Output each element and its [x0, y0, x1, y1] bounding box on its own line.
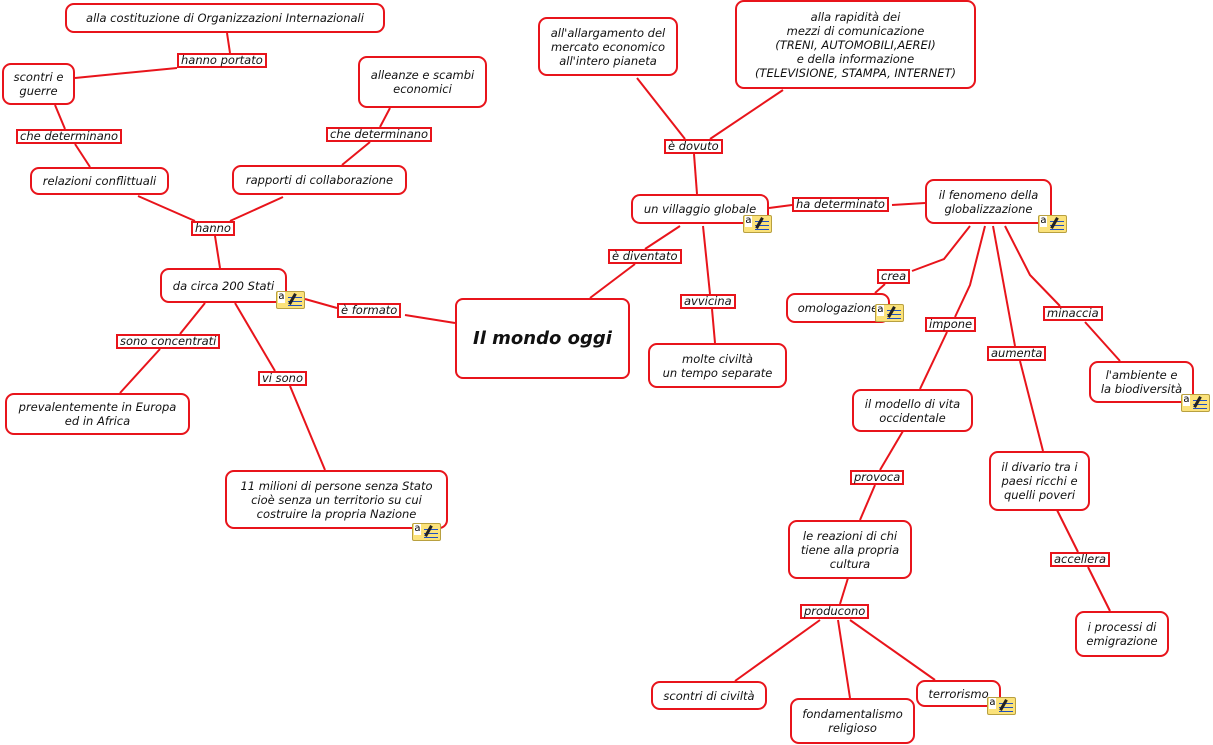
concept-rapporti[interactable]: rapporti di collaborazione	[232, 165, 407, 195]
link-line	[919, 331, 948, 390]
concept-fondamentalismo[interactable]: fondamentalismo religioso	[790, 698, 915, 744]
link-line	[379, 107, 391, 128]
link-line	[137, 195, 196, 222]
link-line	[837, 619, 851, 699]
link-line	[954, 225, 986, 318]
concept-ambiente[interactable]: l'ambiente e la biodiversità	[1089, 361, 1194, 403]
link-line	[911, 225, 971, 272]
concept-emigrazione[interactable]: i processi di emigrazione	[1075, 611, 1169, 657]
link-line	[734, 619, 821, 682]
link-line	[859, 484, 876, 521]
link-line	[1004, 225, 1061, 307]
link-line	[179, 302, 206, 335]
concept-mercato[interactable]: all'allargamento del mercato economico a…	[538, 17, 678, 76]
link-vi-sono[interactable]: vi sono	[258, 371, 308, 386]
link-e-formato[interactable]: è formato	[337, 303, 402, 318]
link-line	[54, 104, 66, 130]
link-line	[711, 308, 716, 344]
link-line	[849, 619, 936, 681]
concept-main[interactable]: Il mondo oggi	[455, 298, 630, 379]
link-e-diventato[interactable]: è diventato	[608, 249, 682, 264]
link-hanno-portato[interactable]: hanno portato	[177, 53, 267, 68]
concept-milioni[interactable]: 11 milioni di persone senza Stato cioè s…	[225, 470, 448, 529]
note-icon[interactable]: a	[1181, 394, 1210, 412]
concept-civilta[interactable]: molte civiltà un tempo separate	[648, 343, 787, 388]
link-line	[341, 141, 371, 166]
link-line	[404, 314, 456, 324]
link-line	[709, 89, 784, 140]
link-line	[234, 302, 276, 372]
link-line	[1056, 509, 1079, 553]
concept-rapidita[interactable]: alla rapidità dei mezzi di comunicazione…	[735, 0, 976, 89]
concept-organizzazioni[interactable]: alla costituzione di Organizzazioni Inte…	[65, 3, 385, 33]
link-che-determinano-1[interactable]: che determinano	[16, 129, 123, 144]
link-line	[644, 225, 681, 250]
concept-modello[interactable]: il modello di vita occidentale	[852, 389, 973, 432]
link-avvicina[interactable]: avvicina	[680, 294, 736, 309]
link-line	[839, 577, 849, 605]
concept-omologazione[interactable]: omologazione	[786, 293, 890, 323]
link-aumenta[interactable]: aumenta	[987, 346, 1047, 361]
link-hanno[interactable]: hanno	[191, 221, 235, 236]
link-line	[879, 430, 904, 471]
link-line	[1084, 321, 1121, 362]
note-icon[interactable]: a	[743, 215, 772, 233]
concept-relazioni[interactable]: relazioni conflittuali	[30, 167, 169, 195]
link-line	[74, 143, 91, 168]
note-icon[interactable]: a	[412, 523, 441, 541]
concept-globalizzazione[interactable]: il fenomeno della globalizzazione	[925, 179, 1052, 224]
link-line	[1087, 566, 1111, 612]
link-crea[interactable]: crea	[877, 269, 911, 284]
link-ha-determinato[interactable]: ha determinato	[792, 197, 889, 212]
note-icon[interactable]: a	[276, 291, 305, 309]
link-line	[891, 202, 926, 206]
link-impone[interactable]: impone	[925, 317, 977, 332]
concept-alleanze[interactable]: alleanze e scambi economici	[358, 56, 487, 108]
link-line	[636, 77, 686, 140]
link-producono[interactable]: producono	[800, 604, 870, 619]
link-line	[1019, 360, 1044, 452]
link-e-dovuto[interactable]: è dovuto	[664, 139, 723, 154]
link-line	[702, 225, 711, 295]
link-sono-concentrati[interactable]: sono concentrati	[116, 334, 221, 349]
link-line	[768, 204, 793, 209]
link-line	[229, 196, 284, 222]
concept-terrorismo[interactable]: terrorismo	[916, 680, 1001, 707]
link-line	[874, 283, 886, 294]
concept-scontri-civilta[interactable]: scontri di civiltà	[651, 681, 767, 710]
link-line	[74, 67, 178, 79]
concept-reazioni[interactable]: le reazioni di chi tiene alla propria cu…	[788, 520, 912, 579]
link-line	[589, 263, 636, 299]
concept-scontri-guerre[interactable]: scontri e guerre	[2, 63, 75, 105]
link-line	[289, 385, 326, 471]
link-che-determinano-2[interactable]: che determinano	[326, 127, 433, 142]
concept-europa[interactable]: prevalentemente in Europa ed in Africa	[5, 393, 190, 435]
link-line	[992, 225, 1016, 347]
link-line	[226, 32, 231, 54]
link-accellera[interactable]: accellera	[1050, 552, 1111, 567]
note-icon[interactable]: a	[875, 304, 904, 322]
link-minaccia[interactable]: minaccia	[1043, 306, 1103, 321]
note-icon[interactable]: a	[1038, 215, 1067, 233]
link-line	[304, 298, 338, 309]
link-line	[693, 153, 698, 195]
concept-divario[interactable]: il divario tra i paesi ricchi e quelli p…	[989, 451, 1090, 511]
concept-stati[interactable]: da circa 200 Stati	[160, 268, 287, 303]
link-line	[119, 348, 161, 394]
link-line	[214, 235, 221, 269]
note-icon[interactable]: a	[987, 697, 1016, 715]
link-provoca[interactable]: provoca	[850, 470, 905, 485]
